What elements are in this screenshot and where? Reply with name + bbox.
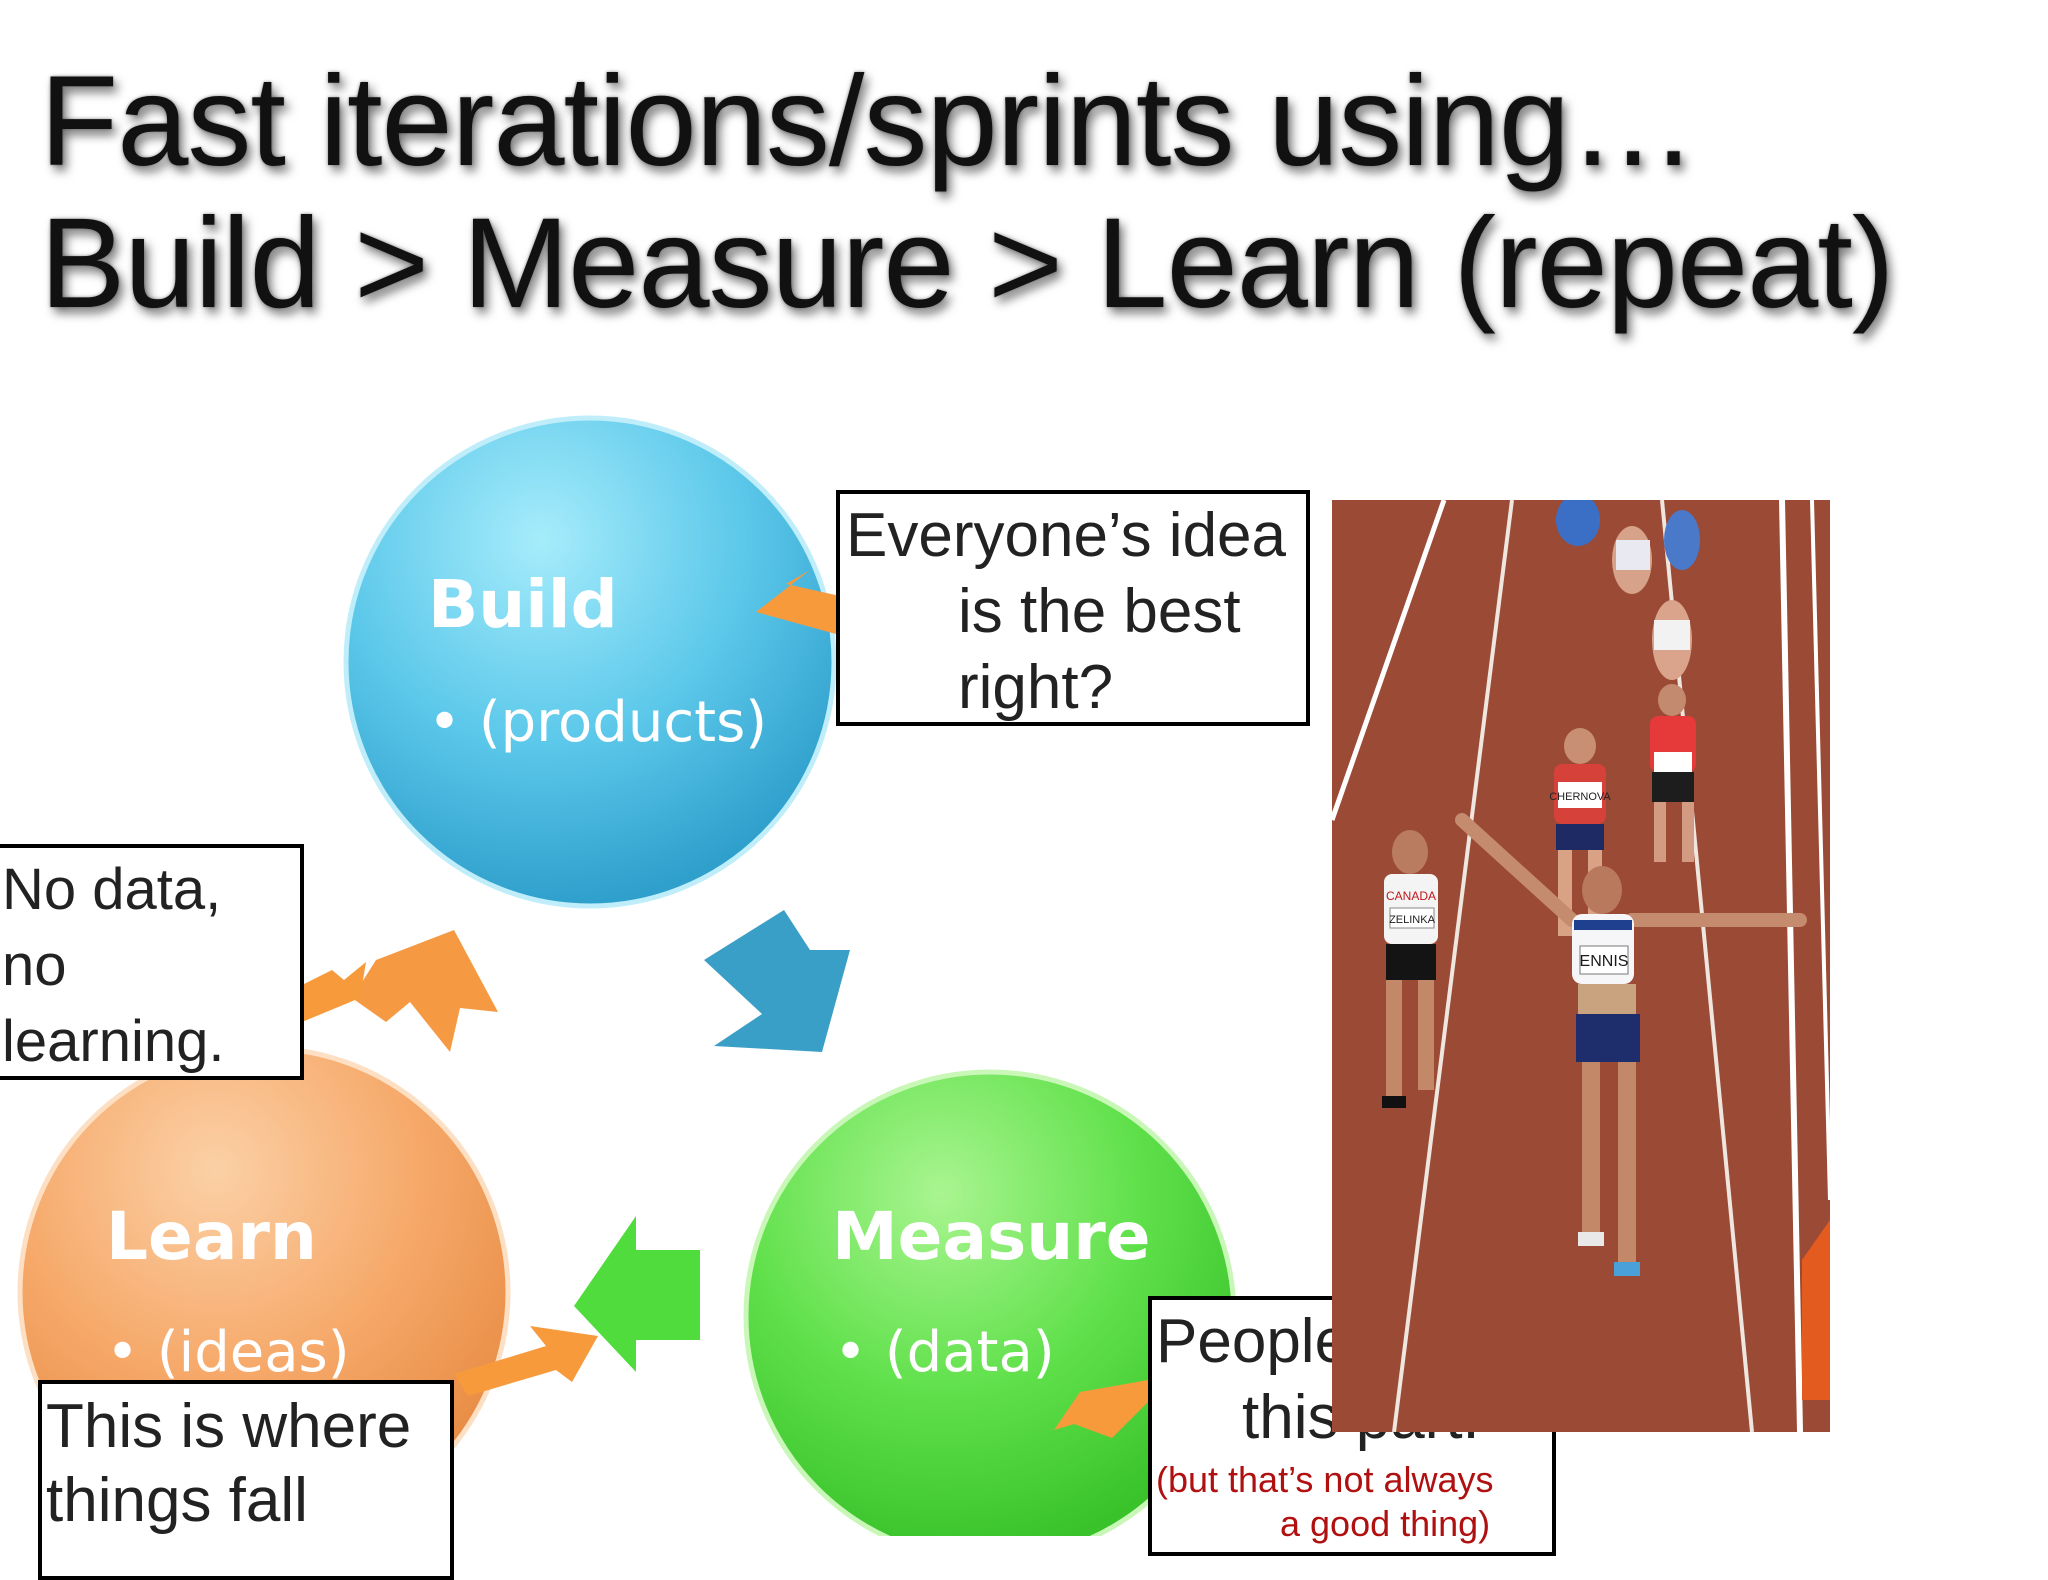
- measure-item: • (data): [834, 1320, 1055, 1385]
- callout-things-fall: This is where things fall: [38, 1380, 454, 1580]
- bib-zelinka: ZELINKA: [1389, 914, 1436, 926]
- build-label: Build: [428, 566, 618, 643]
- build-item: • (products): [428, 690, 768, 755]
- slide-title-line-2: Build > Measure > Learn (repeat): [40, 192, 1894, 335]
- callout-pointer-icon: [300, 962, 366, 1022]
- runner-chernova: CHERNOVA: [1549, 728, 1611, 936]
- race-finish-photo: CHERNOVA CANADA ZELINKA ENNIS: [1332, 500, 1830, 1432]
- arrow-up-right-icon: [352, 930, 498, 1052]
- callout-text: Everyone’s idea: [846, 501, 1287, 570]
- runner-ennis: ENNIS: [1455, 813, 1807, 1276]
- callout-note: a good thing): [1280, 1503, 1491, 1544]
- callout-text: no: [2, 933, 67, 998]
- bib-chernova: CHERNOVA: [1549, 791, 1611, 803]
- callout-text: is the best: [958, 577, 1241, 646]
- slide-title-line-1: Fast iterations/sprints using…: [40, 50, 1697, 193]
- callout-pointer-icon: [454, 1326, 598, 1396]
- runner-background: [1556, 500, 1700, 680]
- callout-text: This is where: [46, 1392, 412, 1461]
- callout-note: (but that’s not always: [1156, 1459, 1494, 1500]
- callout-text: things fall: [46, 1466, 308, 1535]
- callout-pointer-icon: [756, 570, 840, 634]
- learn-label: Learn: [106, 1198, 317, 1275]
- arrow-right-down-icon: [704, 910, 850, 1052]
- callout-pointer-icon: [1054, 1380, 1150, 1438]
- runner-red-top: [1650, 684, 1696, 862]
- callout-text: right?: [958, 653, 1114, 722]
- callout-text: No data,: [2, 857, 222, 922]
- measure-label: Measure: [832, 1198, 1151, 1275]
- callout-everyone-idea: Everyone’s idea is the best right?: [836, 490, 1310, 726]
- arrow-left-icon: [574, 1216, 700, 1372]
- bib-ennis: ENNIS: [1580, 953, 1629, 970]
- callout-no-data: No data, no learning.: [0, 844, 304, 1080]
- callout-text: learning.: [2, 1009, 225, 1074]
- bib-canada: CANADA: [1386, 889, 1436, 903]
- track-marker: [1802, 1220, 1830, 1400]
- learn-item: • (ideas): [106, 1320, 350, 1385]
- runner-zelinka: CANADA ZELINKA: [1382, 830, 1438, 1108]
- build-circle: [343, 415, 837, 909]
